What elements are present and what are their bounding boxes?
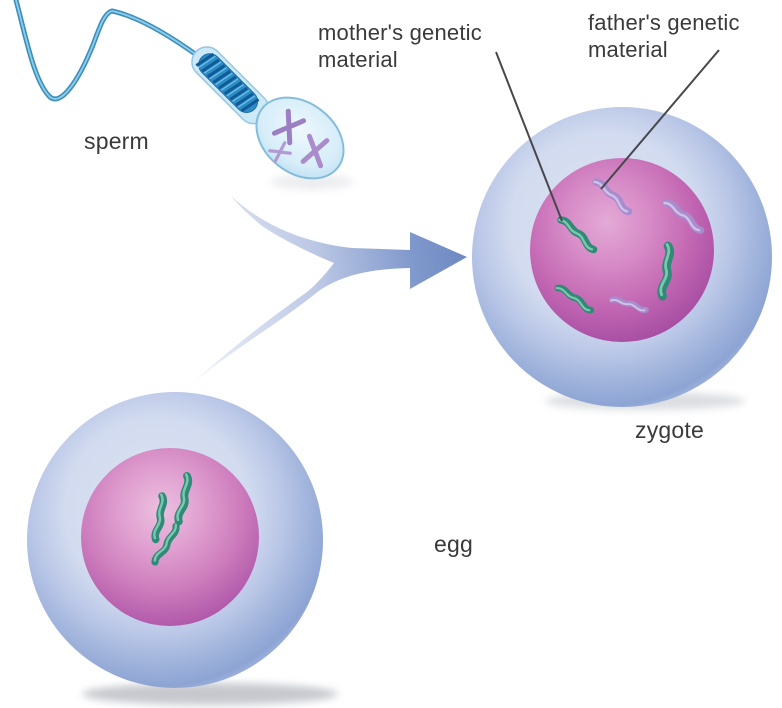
mother-material-leader-line (495, 51, 563, 222)
zygote-maternal-chromosome (554, 284, 595, 314)
zygote-paternal-chromosome (662, 199, 705, 234)
zygote-nucleus (530, 158, 714, 342)
fertilization-arrow (193, 196, 467, 383)
sperm-tail-highlight (15, 0, 199, 100)
coil-highlight (198, 55, 256, 108)
label-mothers-genetic-material: mother's genetic material (318, 20, 482, 72)
sperm-cell (13, 0, 354, 190)
egg-chromosome (151, 522, 180, 566)
label-egg: egg (434, 531, 473, 557)
sperm-shadow (270, 174, 354, 190)
sperm-midpiece (191, 46, 270, 125)
zygote-cell (472, 107, 772, 410)
sperm-chromosome (271, 108, 307, 146)
label-fathers-genetic-material: father's genetic material (588, 10, 740, 62)
zygote-paternal-chromosome (608, 296, 649, 313)
sperm-chromosome (300, 133, 330, 169)
egg-chromosome (174, 472, 193, 526)
egg-chromosome (151, 492, 168, 544)
sperm-chromosome (268, 141, 292, 163)
label-sperm: sperm (84, 128, 149, 154)
father-material-leader-line (600, 49, 720, 190)
label-zygote: zygote (635, 417, 704, 443)
egg-shadow (82, 683, 338, 705)
zygote-maternal-chromosome (657, 241, 675, 301)
mitochondrial-coil (195, 52, 260, 112)
zygote-paternal-chromosome (592, 178, 633, 216)
egg-cell (27, 392, 338, 705)
zygote-maternal-chromosome (557, 216, 598, 254)
